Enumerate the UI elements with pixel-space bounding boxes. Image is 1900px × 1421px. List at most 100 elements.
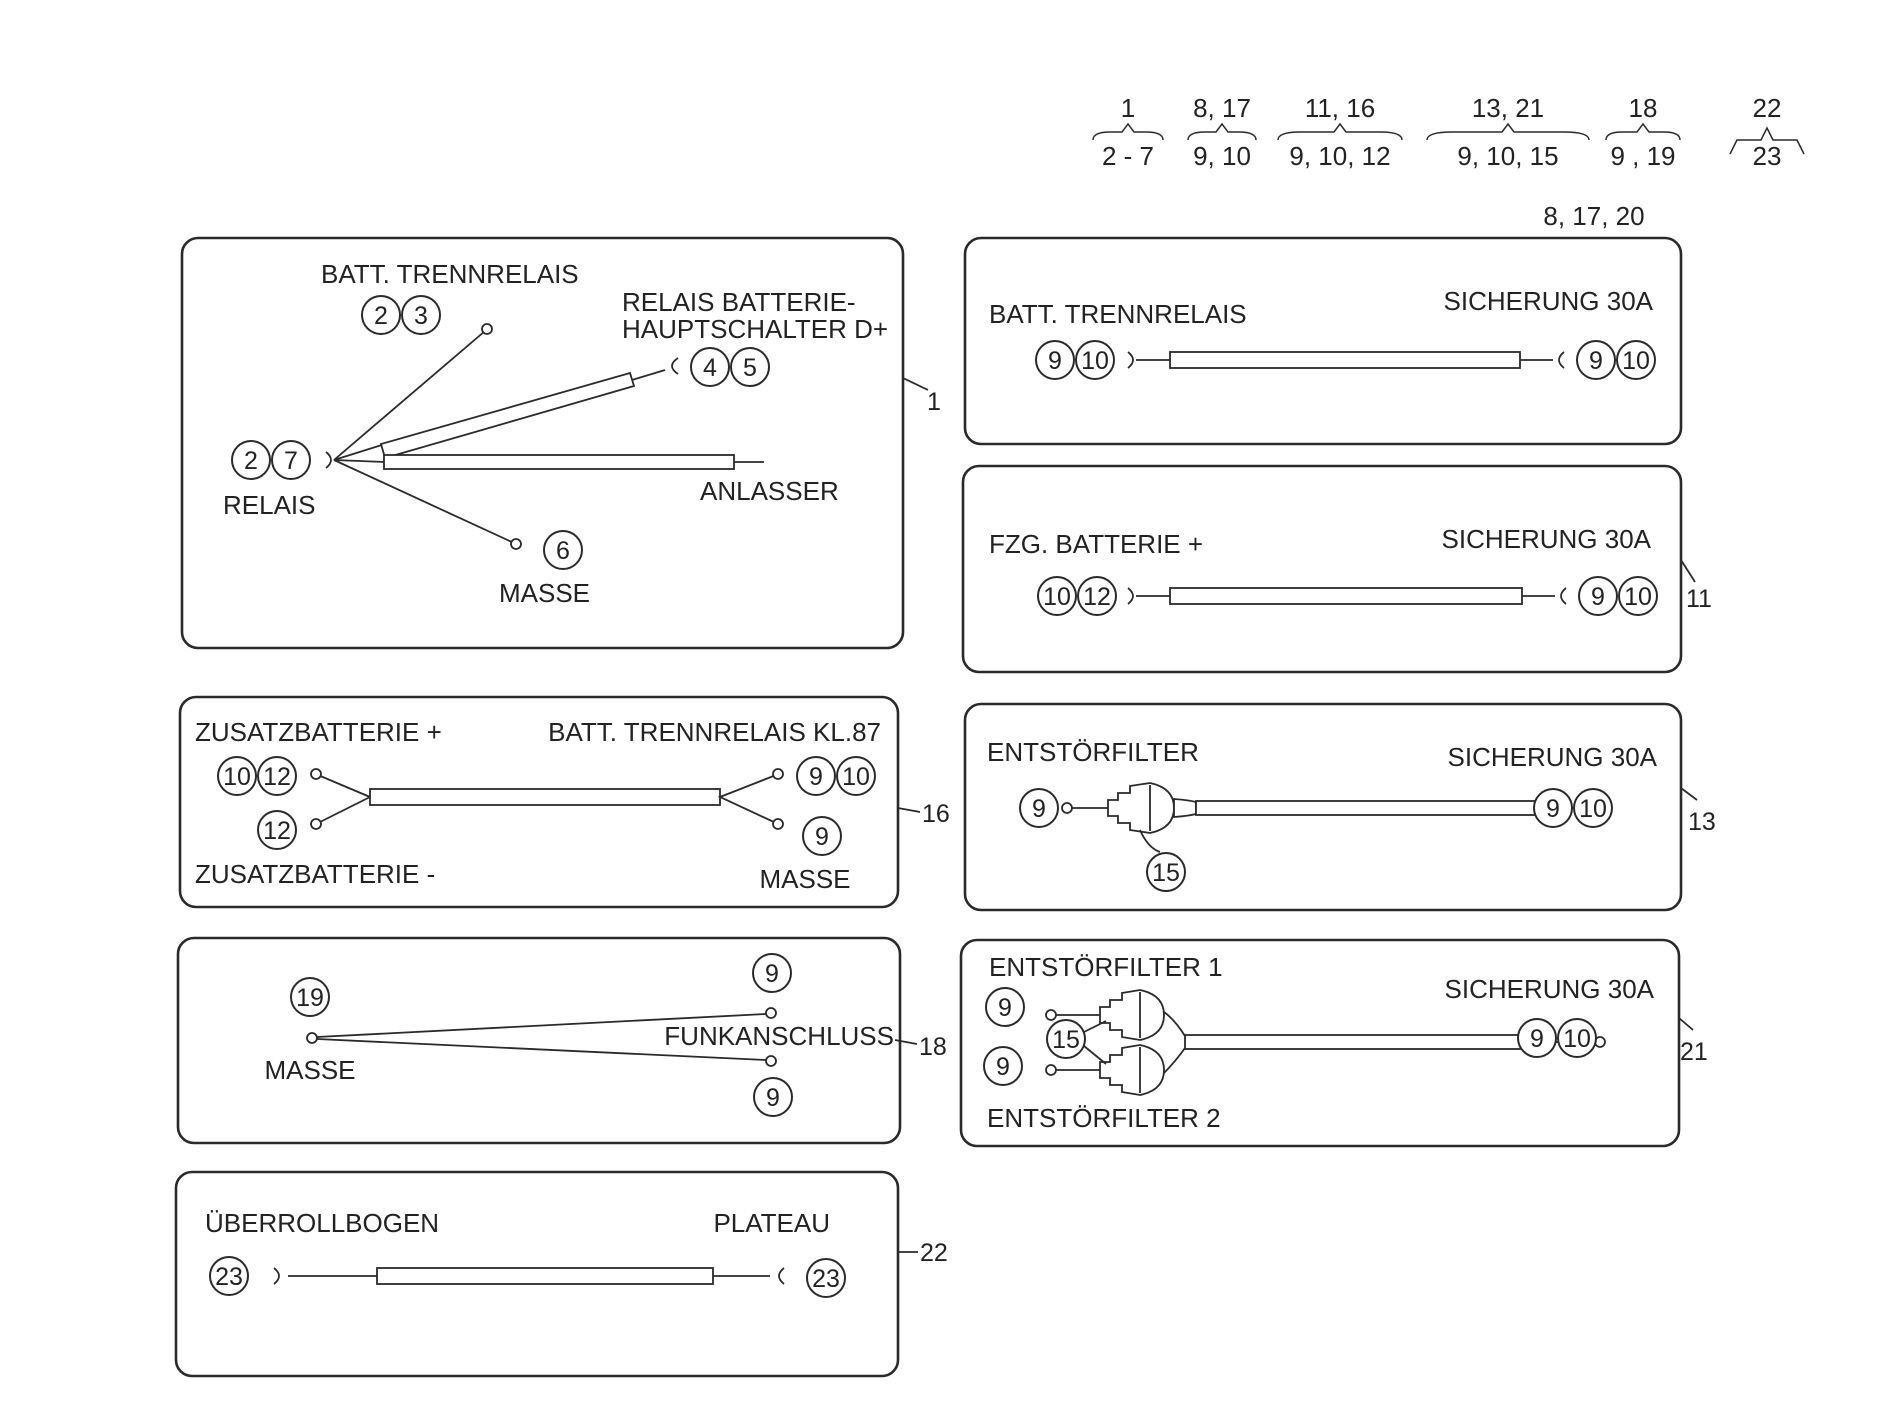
panel-11: FZG. BATTERIE + SICHERUNG 30A 10 12 9 10…	[961, 464, 1712, 674]
label-sicherung: SICHERUNG 30A	[1445, 974, 1655, 1004]
part-number: 9	[1591, 583, 1605, 611]
part-number: 23	[215, 1263, 243, 1291]
legend-top-2: 8, 17	[1193, 93, 1251, 123]
connector-right	[1558, 351, 1565, 369]
callout-18: 18	[919, 1033, 947, 1061]
sleeve	[369, 788, 721, 806]
callout-22: 22	[920, 1239, 948, 1267]
part-number: 10	[1624, 583, 1652, 611]
part-number: 10	[1579, 795, 1607, 823]
part-number: 9	[998, 994, 1012, 1022]
part-marker-9	[985, 987, 1025, 1027]
part-number: 9	[766, 1084, 780, 1112]
legend-bottom-5: 9 , 19	[1610, 141, 1675, 171]
label-fzg-batterie: FZG. BATTERIE +	[989, 529, 1203, 559]
callout-leader-13	[1680, 787, 1698, 801]
part-number: 7	[284, 447, 298, 475]
part-number: 9	[1589, 347, 1603, 375]
label-sicherung: SICHERUNG 30A	[1444, 286, 1654, 316]
label-zusatzbatterie-minus: ZUSATZBATTERIE -	[195, 859, 435, 889]
label-entstoerfilter-1: ENTSTÖRFILTER 1	[989, 952, 1223, 982]
part-number: 10	[1622, 347, 1650, 375]
part-marker-10	[1557, 1018, 1597, 1058]
part-number: 2	[244, 447, 258, 475]
sleeve-anlasser	[383, 454, 735, 470]
header-legend: 1 2 - 7 8, 17 9, 10 11, 16 9, 10, 12 13,…	[1092, 93, 1805, 231]
panel-16-frame	[178, 695, 900, 909]
label-batt-trennrelais: BATT. TRENNRELAIS	[321, 259, 579, 289]
panel-21: ENTSTÖRFILTER 1 ENTSTÖRFILTER 2 SICHERUN…	[959, 938, 1708, 1148]
suppression-filter-1	[1099, 989, 1165, 1041]
legend-top-1: 1	[1121, 93, 1135, 123]
sleeve	[1169, 351, 1521, 369]
part-number: 9	[996, 1053, 1010, 1081]
part-number: 2	[374, 302, 388, 330]
panel-16: ZUSATZBATTERIE + BATT. TRENNRELAIS KL.87…	[178, 695, 950, 909]
part-marker-10	[1037, 576, 1077, 616]
terminal-trennrelais	[481, 323, 493, 335]
sleeve	[376, 1267, 714, 1285]
suppression-filter-2	[1099, 1044, 1165, 1096]
legend-bottom-6: 23	[1753, 141, 1782, 171]
wire-hauptschalter-end	[631, 369, 666, 381]
part-marker-10	[1618, 576, 1658, 616]
part-number: 9	[1530, 1025, 1544, 1053]
sleeve	[1184, 1034, 1548, 1050]
part-marker-9	[1517, 1018, 1557, 1058]
legend-brace-3	[1277, 122, 1403, 141]
part-marker-9	[796, 756, 836, 796]
panel-18: MASSE FUNKANSCHLUSS 19 9 9 18	[176, 936, 947, 1145]
part-marker-3	[401, 295, 441, 335]
part-number: 9	[809, 763, 823, 791]
legend-top-6: 22	[1753, 93, 1782, 123]
label-entstoerfilter: ENTSTÖRFILTER	[987, 737, 1199, 767]
part-marker-9	[753, 1077, 793, 1117]
label-sicherung: SICHERUNG 30A	[1442, 524, 1652, 554]
part-number: 12	[1083, 583, 1111, 611]
part-marker-4	[690, 347, 730, 387]
label-trennrelais-kl87: BATT. TRENNRELAIS KL.87	[548, 717, 881, 747]
callout-leader-21	[1678, 1017, 1694, 1031]
legend-bottom-1: 2 - 7	[1102, 141, 1154, 171]
wire-to-funk-top	[316, 1013, 767, 1038]
connector-left	[1127, 351, 1134, 369]
label-ueberrollbogen: ÜBERROLLBOGEN	[205, 1208, 439, 1238]
legend-top-3: 11, 16	[1305, 93, 1375, 123]
wire-to-trennrelais	[333, 330, 486, 461]
part-number: 3	[414, 302, 428, 330]
legend-brace-2	[1187, 122, 1257, 141]
part-marker-23	[209, 1256, 249, 1296]
part-marker-15	[1146, 852, 1186, 892]
part-number: 19	[296, 984, 324, 1012]
part-marker-9	[983, 1046, 1023, 1086]
part-number: 9	[765, 960, 779, 988]
panel-22-frame	[174, 1170, 900, 1378]
label-plateau: PLATEAU	[713, 1208, 830, 1238]
legend-brace-5	[1605, 122, 1681, 141]
part-number: 6	[556, 537, 570, 565]
legend-bottom-2: 9, 10	[1193, 141, 1251, 171]
part-number: 10	[1043, 583, 1071, 611]
legend-bottom-4: 9, 10, 15	[1457, 141, 1558, 171]
part-marker-7	[271, 440, 311, 480]
part-marker-9	[1533, 788, 1573, 828]
part-marker-10	[836, 756, 876, 796]
label-anlasser: ANLASSER	[700, 476, 839, 506]
callout-leader-11	[1680, 559, 1696, 583]
label-relais: RELAIS	[223, 490, 316, 520]
legend-brace-4	[1426, 122, 1590, 141]
filter-leader	[1139, 829, 1161, 853]
part-marker-9	[1578, 576, 1618, 616]
wire-to-anlasser	[333, 459, 386, 463]
legend-top-5: 18	[1629, 93, 1658, 123]
label-masse: MASSE	[499, 578, 590, 608]
part-number: 15	[1052, 1026, 1080, 1054]
sleeve-hauptschalter	[379, 371, 636, 460]
wire-to-masse	[333, 459, 515, 544]
part-marker-15	[1046, 1019, 1086, 1059]
label-sicherung: SICHERUNG 30A	[1448, 742, 1658, 772]
label-masse: MASSE	[264, 1055, 355, 1085]
part-number: 10	[842, 763, 870, 791]
panel-11-frame	[961, 464, 1683, 674]
legend-brace-6	[1729, 126, 1805, 155]
